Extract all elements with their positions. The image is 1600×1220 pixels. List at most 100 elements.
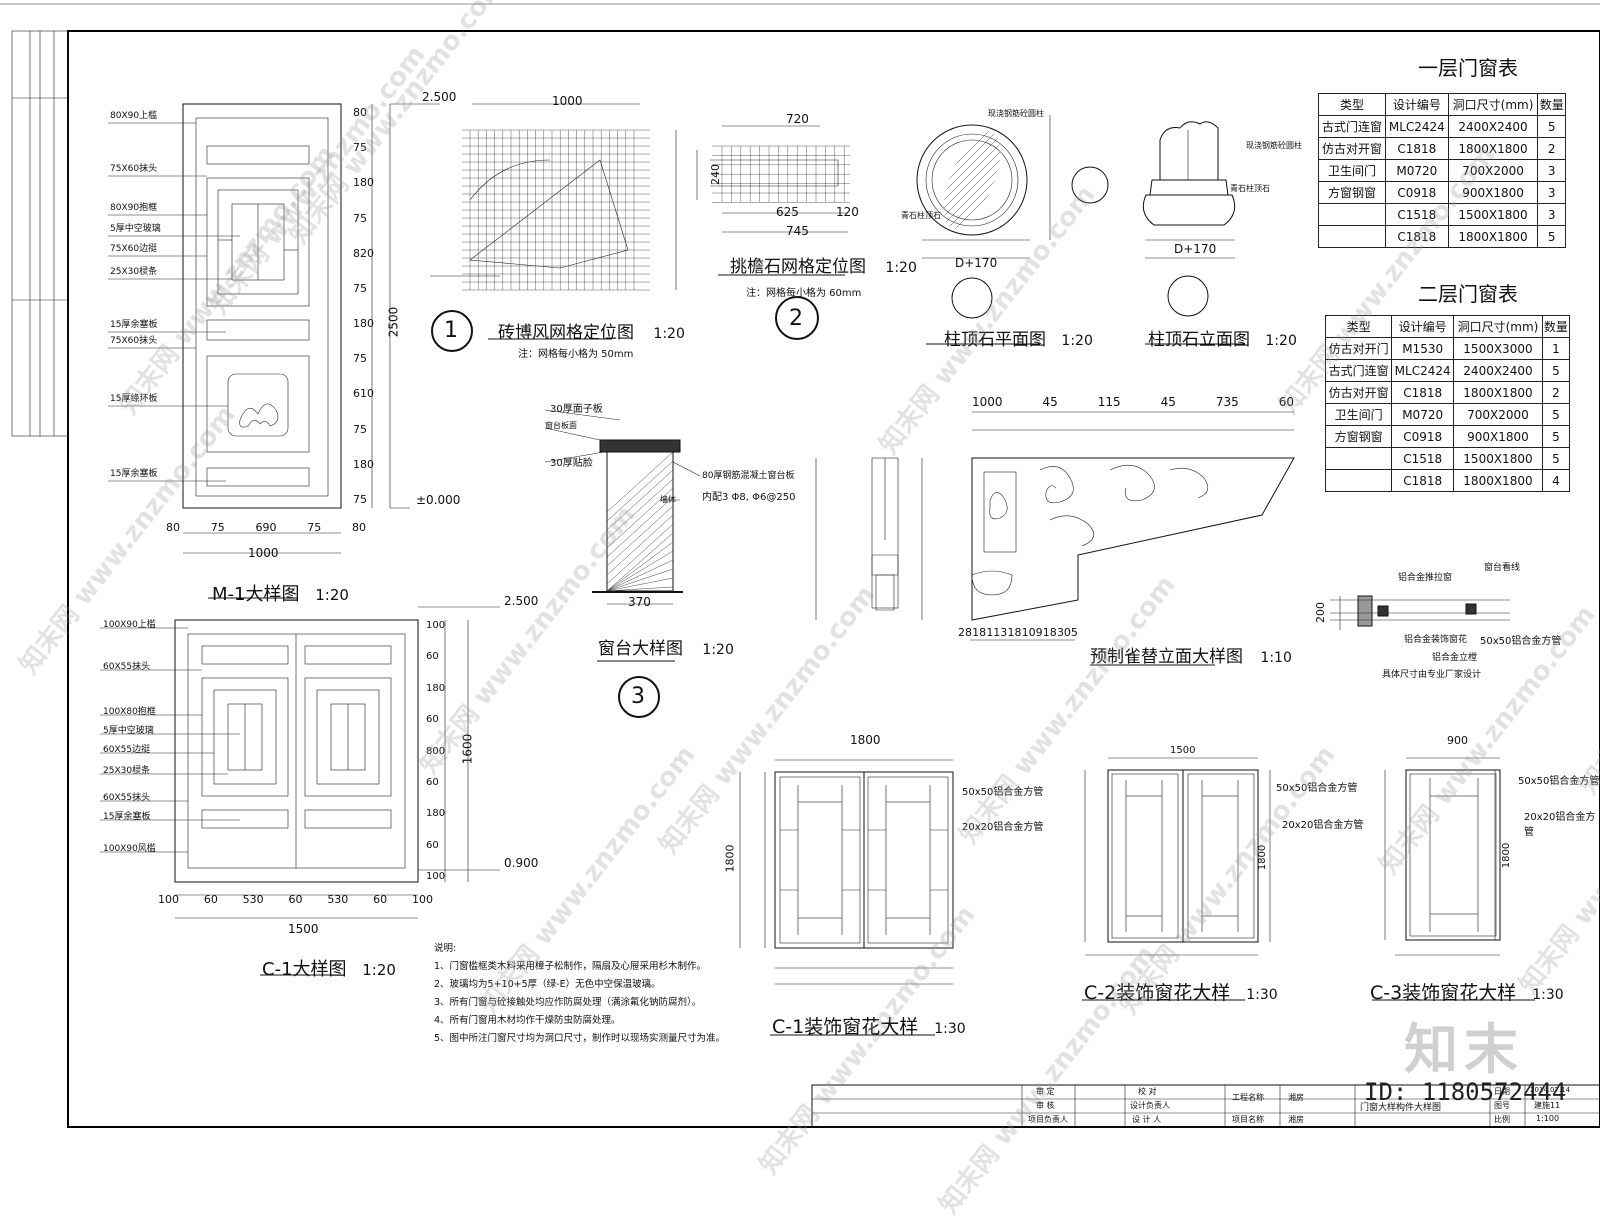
note-item: 5、图中所注门窗尺寸均为洞口尺寸，制作时以现场实测量尺寸为准。 bbox=[434, 1033, 726, 1044]
c1-bottom-dim: 100 bbox=[411, 893, 433, 906]
tb-cell-10: 门窗大样构件大样图 bbox=[1360, 1103, 1442, 1113]
tb-cell-11: 日期 bbox=[1494, 1087, 1510, 1096]
m1-width-dim: 1000 bbox=[248, 546, 279, 560]
tb-cell-13: 图号 bbox=[1494, 1101, 1510, 1110]
note-item: 3、所有门窗与砼接触处均应作防腐处理（满涂氟化钠防腐剂）。 bbox=[434, 997, 702, 1008]
floor2-table-cell: 1800X1800 bbox=[1453, 469, 1543, 492]
hatch-line bbox=[606, 451, 674, 513]
floor1-table-cell bbox=[1317, 203, 1387, 226]
c1-part-label: 100X90上槛 bbox=[103, 620, 156, 630]
c1-base-elev: 0.900 bbox=[504, 856, 539, 870]
c1-side-dim: 60 bbox=[426, 714, 439, 726]
colplan-title-text: 柱顶石平面图 bbox=[944, 330, 1046, 350]
notes-list: 1、门窗槛框类木料采用樟子松制作，隔扇及心屉采用杉木制作。2、玻璃均为5+10+… bbox=[434, 958, 725, 1048]
floor2-table-cell: 仿古对开门 bbox=[1324, 337, 1393, 360]
m1-height-dim: 2500 bbox=[386, 306, 401, 338]
detail2-number: 2 bbox=[789, 306, 803, 331]
c2f-scale: 1:30 bbox=[1246, 987, 1278, 1003]
floor1-table-cell: 方窗钢窗 bbox=[1317, 181, 1387, 204]
m1-bottom-dim: 690 bbox=[255, 521, 277, 534]
floor2-table-cell: 700X2000 bbox=[1453, 403, 1543, 426]
floor1-table-cell: 1800X1800 bbox=[1447, 137, 1539, 160]
c1-side-dim: 60 bbox=[426, 651, 439, 663]
c2f-label-2: 20x20铝合金方管 bbox=[1282, 820, 1364, 831]
floor2-table-cell: M0720 bbox=[1391, 403, 1455, 426]
colelev-title-text: 柱顶石立面图 bbox=[1148, 330, 1250, 350]
detail3-title-text: 窗台大样图 bbox=[598, 639, 683, 659]
colelev-label-2: 青石柱顶石 bbox=[1230, 184, 1270, 193]
c1-bottom-dim: 60 bbox=[373, 893, 388, 906]
floor1-table-cell: 1800X1800 bbox=[1447, 225, 1539, 248]
c3f-scale: 1:30 bbox=[1532, 987, 1564, 1003]
floor2-table-cell: 5 bbox=[1541, 403, 1571, 426]
m1-side-dim: 75 bbox=[353, 422, 367, 436]
colelev-label-1: 现浇钢筋砼圆柱 bbox=[1246, 141, 1302, 150]
tb-cell-6: 工程名称 bbox=[1232, 1093, 1264, 1102]
winsec-label-5: 铝合金立樘 bbox=[1432, 653, 1478, 663]
floor2-table-cell: 5 bbox=[1541, 359, 1571, 382]
c1-side-dim: 180 bbox=[426, 808, 446, 820]
notes-heading: 说明: bbox=[434, 943, 457, 954]
floor1-table-cell: 古式门连窗 bbox=[1317, 115, 1387, 138]
floor2-table-cell: 1500X3000 bbox=[1453, 337, 1543, 360]
c3-decor-drawing bbox=[1372, 757, 1535, 1001]
c1-height-dim: 1600 bbox=[460, 733, 475, 765]
detail1-title-text: 砖博风网格定位图 bbox=[498, 323, 634, 343]
c1-scale: 1:20 bbox=[362, 961, 396, 979]
m1-part-label: 75X60抹头 bbox=[110, 164, 158, 174]
floor1-table-cell: MLC2424 bbox=[1385, 115, 1449, 138]
m1-bottom-dim: 75 bbox=[307, 521, 322, 534]
c1-part-label: 5厚中空玻璃 bbox=[103, 726, 154, 736]
queti-bottom-dim: 113 bbox=[986, 626, 1008, 639]
colelev-dim: D+170 bbox=[1174, 242, 1217, 256]
m1-part-label: 15厚余塞板 bbox=[110, 469, 158, 479]
c1-side-dim: 180 bbox=[426, 682, 446, 694]
winsec-label-2: 窗台看线 bbox=[1484, 563, 1521, 573]
m1-part-label: 75X60边挺 bbox=[110, 244, 158, 254]
tb-cell-12: 2014.07.14 bbox=[1530, 1086, 1571, 1094]
m1-part-label: 80X90抱框 bbox=[110, 203, 158, 213]
floor2-table-cell: 卫生间门 bbox=[1324, 403, 1393, 426]
floor1-table-cell: 900X1800 bbox=[1447, 181, 1539, 204]
detail2-dim-120: 120 bbox=[836, 205, 859, 219]
m1-side-dim: 80 bbox=[353, 106, 367, 119]
m1-side-dim: 820 bbox=[353, 246, 374, 260]
detail2-grid-drawing bbox=[696, 125, 850, 340]
hatch-line bbox=[606, 523, 674, 585]
floor2-table-header-row: 类型设计编号洞口尺寸(mm)数量 bbox=[1324, 315, 1571, 338]
c1-title: C-1大样图 1:20 bbox=[262, 955, 396, 981]
floor2-table-header-cell: 洞口尺寸(mm) bbox=[1453, 315, 1543, 338]
c1f-width: 1800 bbox=[850, 733, 881, 747]
floor1-table-cell: C1818 bbox=[1385, 225, 1449, 248]
hatch-line bbox=[606, 460, 674, 522]
hatch-line bbox=[606, 478, 674, 540]
c1f-scale: 1:30 bbox=[934, 1021, 966, 1037]
hatch-line bbox=[606, 505, 674, 567]
tb-cell-14: 建施11 bbox=[1534, 1101, 1561, 1110]
floor1-table-cell bbox=[1317, 225, 1387, 248]
c3f-title-text: C-3装饰窗花大样 bbox=[1370, 982, 1517, 1004]
floor2-table-cell: C1818 bbox=[1391, 381, 1455, 404]
m1-part-label: 15厚余塞板 bbox=[110, 320, 158, 330]
hatch-line bbox=[606, 541, 674, 592]
m1-part-label: 15厚绦环板 bbox=[110, 394, 158, 404]
queti-bottom-dim: 18 bbox=[972, 626, 987, 639]
floor1-table-header-cell: 类型 bbox=[1317, 93, 1387, 116]
hatch-line bbox=[606, 496, 674, 558]
colplan-dim: D+170 bbox=[955, 256, 998, 270]
detail3-title: 窗台大样图 1:20 bbox=[598, 634, 734, 659]
detail2-scale: 1:20 bbox=[885, 260, 917, 276]
floor2-table-cell: 1800X1800 bbox=[1453, 381, 1543, 404]
note-item: 4、所有门窗用木材均作干燥防虫防腐处理。 bbox=[434, 1015, 621, 1026]
c1-bottom-dim: 530 bbox=[327, 893, 349, 906]
floor2-table-cell: M1530 bbox=[1391, 337, 1455, 360]
m1-base-elev: ±0.000 bbox=[416, 493, 461, 507]
